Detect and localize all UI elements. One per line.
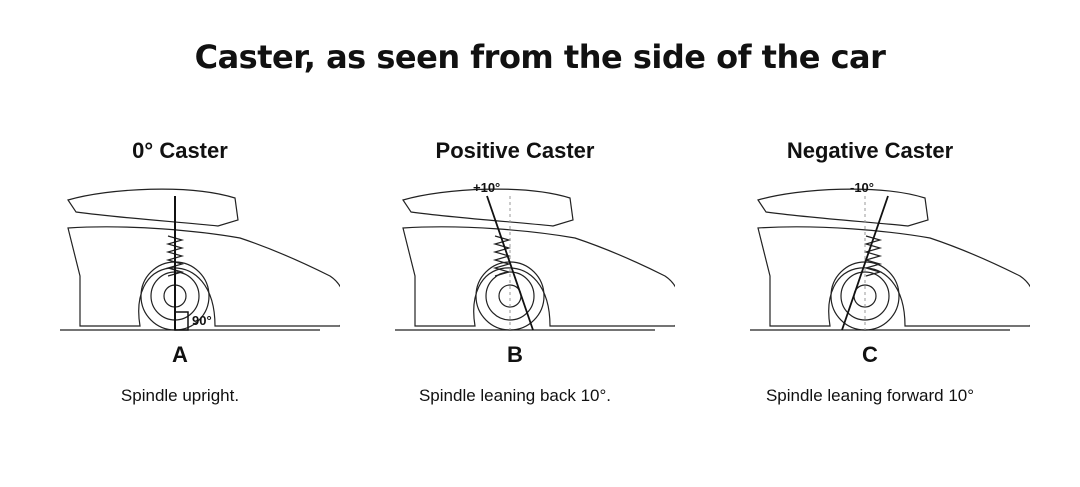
coil-spring bbox=[492, 235, 512, 277]
panel-caption: Spindle leaning back 10°. bbox=[418, 386, 612, 405]
angle-label: 90° bbox=[192, 313, 212, 328]
panel-letter: C bbox=[862, 342, 878, 367]
panel-negative-caster: Negative Caster -10° C Spindle leaning f… bbox=[710, 128, 1030, 418]
panel-positive-caster: Positive Caster +10° B Spindle leaning b… bbox=[355, 128, 675, 418]
panel-heading: Negative Caster bbox=[786, 138, 954, 163]
panel-letter: A bbox=[172, 342, 188, 367]
spindle-axis-line bbox=[486, 195, 534, 331]
diagram-title: Caster, as seen from the side of the car bbox=[194, 38, 886, 76]
coil-spring bbox=[165, 235, 185, 277]
angle-label: -10° bbox=[850, 180, 874, 195]
car-roof bbox=[757, 188, 929, 227]
car-side-illustration: -10° bbox=[750, 180, 1030, 331]
panel-caption: Spindle leaning forward 10° bbox=[765, 386, 975, 405]
right-angle-marker bbox=[174, 311, 189, 331]
car-body bbox=[67, 226, 340, 327]
panel-zero-caster: 0° Caster 90° A Spindle upright. bbox=[20, 128, 340, 418]
panel-heading: Positive Caster bbox=[435, 138, 595, 163]
car-roof bbox=[67, 188, 239, 227]
car-side-illustration: 90° bbox=[60, 188, 340, 331]
panel-caption: Spindle upright. bbox=[120, 386, 240, 405]
wheel-rim bbox=[840, 271, 890, 321]
spindle-axis-line bbox=[841, 195, 889, 331]
angle-label: +10° bbox=[473, 180, 500, 195]
panel-heading: 0° Caster bbox=[132, 138, 228, 163]
car-body bbox=[402, 226, 675, 327]
coil-spring bbox=[863, 235, 883, 277]
car-body bbox=[757, 226, 1030, 327]
panel-letter: B bbox=[507, 342, 523, 367]
car-side-illustration: +10° bbox=[395, 180, 675, 331]
car-roof bbox=[402, 188, 574, 227]
